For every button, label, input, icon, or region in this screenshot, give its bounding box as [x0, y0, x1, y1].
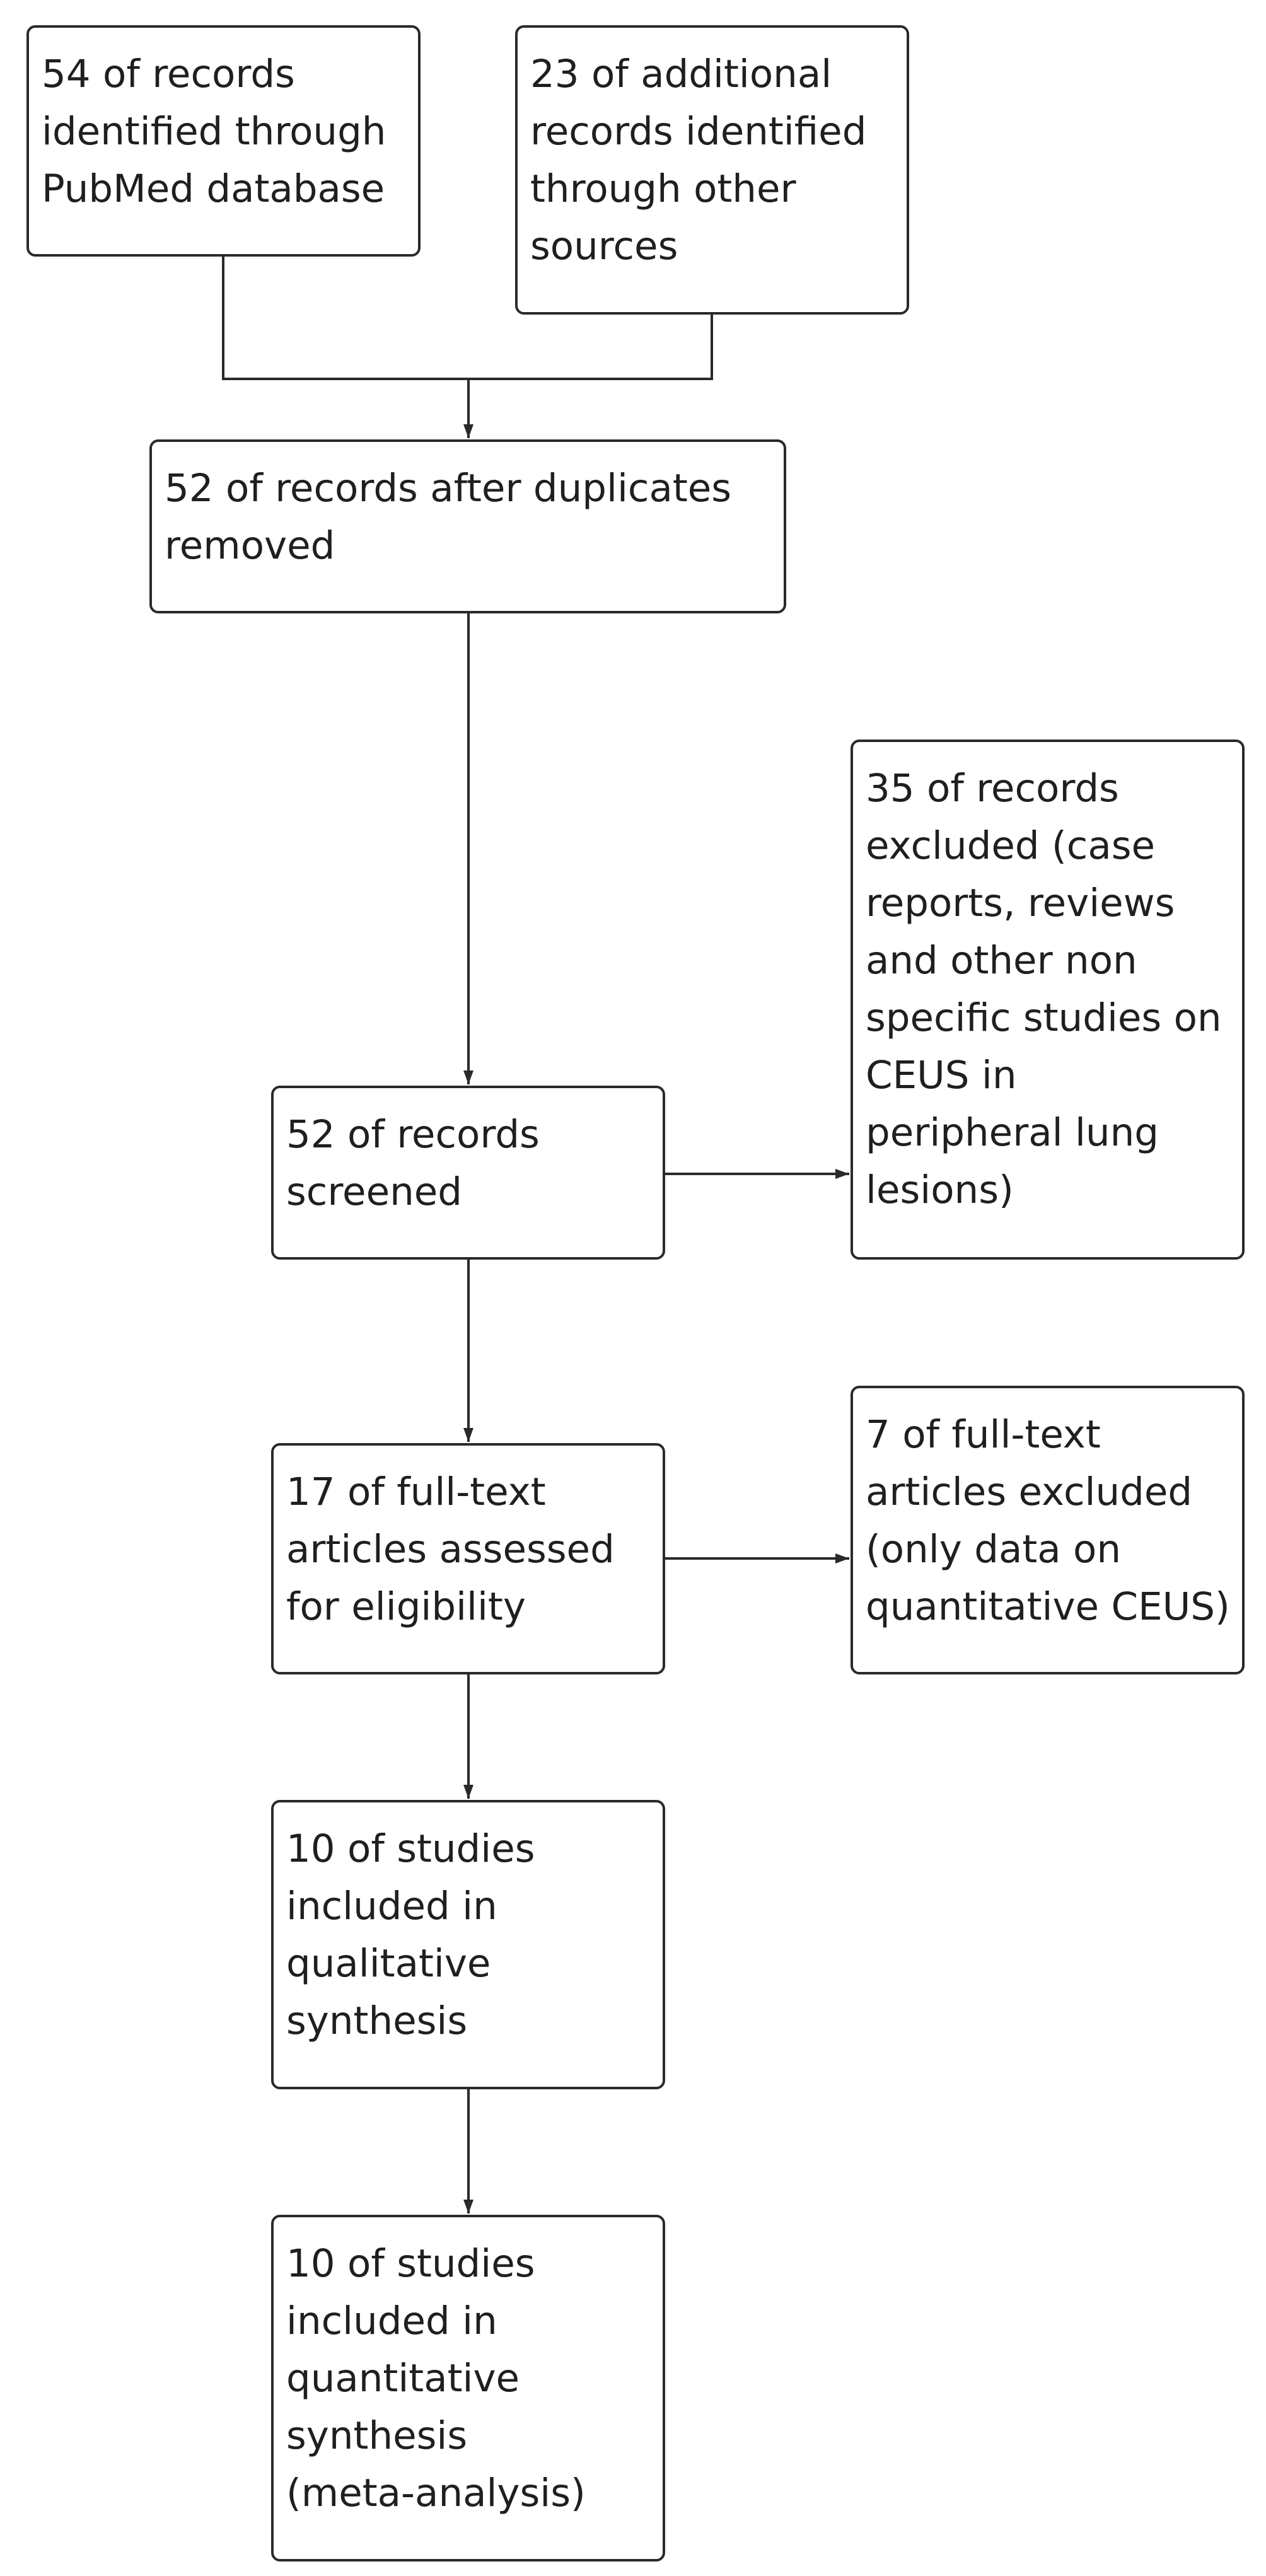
connector-other-sources-to-merge — [468, 315, 713, 380]
box-other-sources-records: 23 of additional records identified thro… — [515, 25, 909, 315]
box-records-excluded: 35 of records excluded (case reports, re… — [851, 740, 1245, 1260]
box-fulltext-assessed: 17 of full-text articles assessed for el… — [271, 1443, 665, 1674]
connector-pubmed-to-merge — [222, 257, 468, 380]
box-fulltext-excluded: 7 of full-text articles excluded (only d… — [851, 1386, 1245, 1674]
box-quantitative-synthesis: 10 of studies included in quantitative s… — [271, 2215, 665, 2561]
box-records-screened: 52 of records screened — [271, 1086, 665, 1260]
box-qualitative-synthesis: 10 of studies included in qualitative sy… — [271, 1800, 665, 2089]
box-duplicates-removed: 52 of records after duplicates removed — [149, 439, 786, 613]
box-pubmed-records: 54 of records identified through PubMed … — [26, 25, 421, 257]
